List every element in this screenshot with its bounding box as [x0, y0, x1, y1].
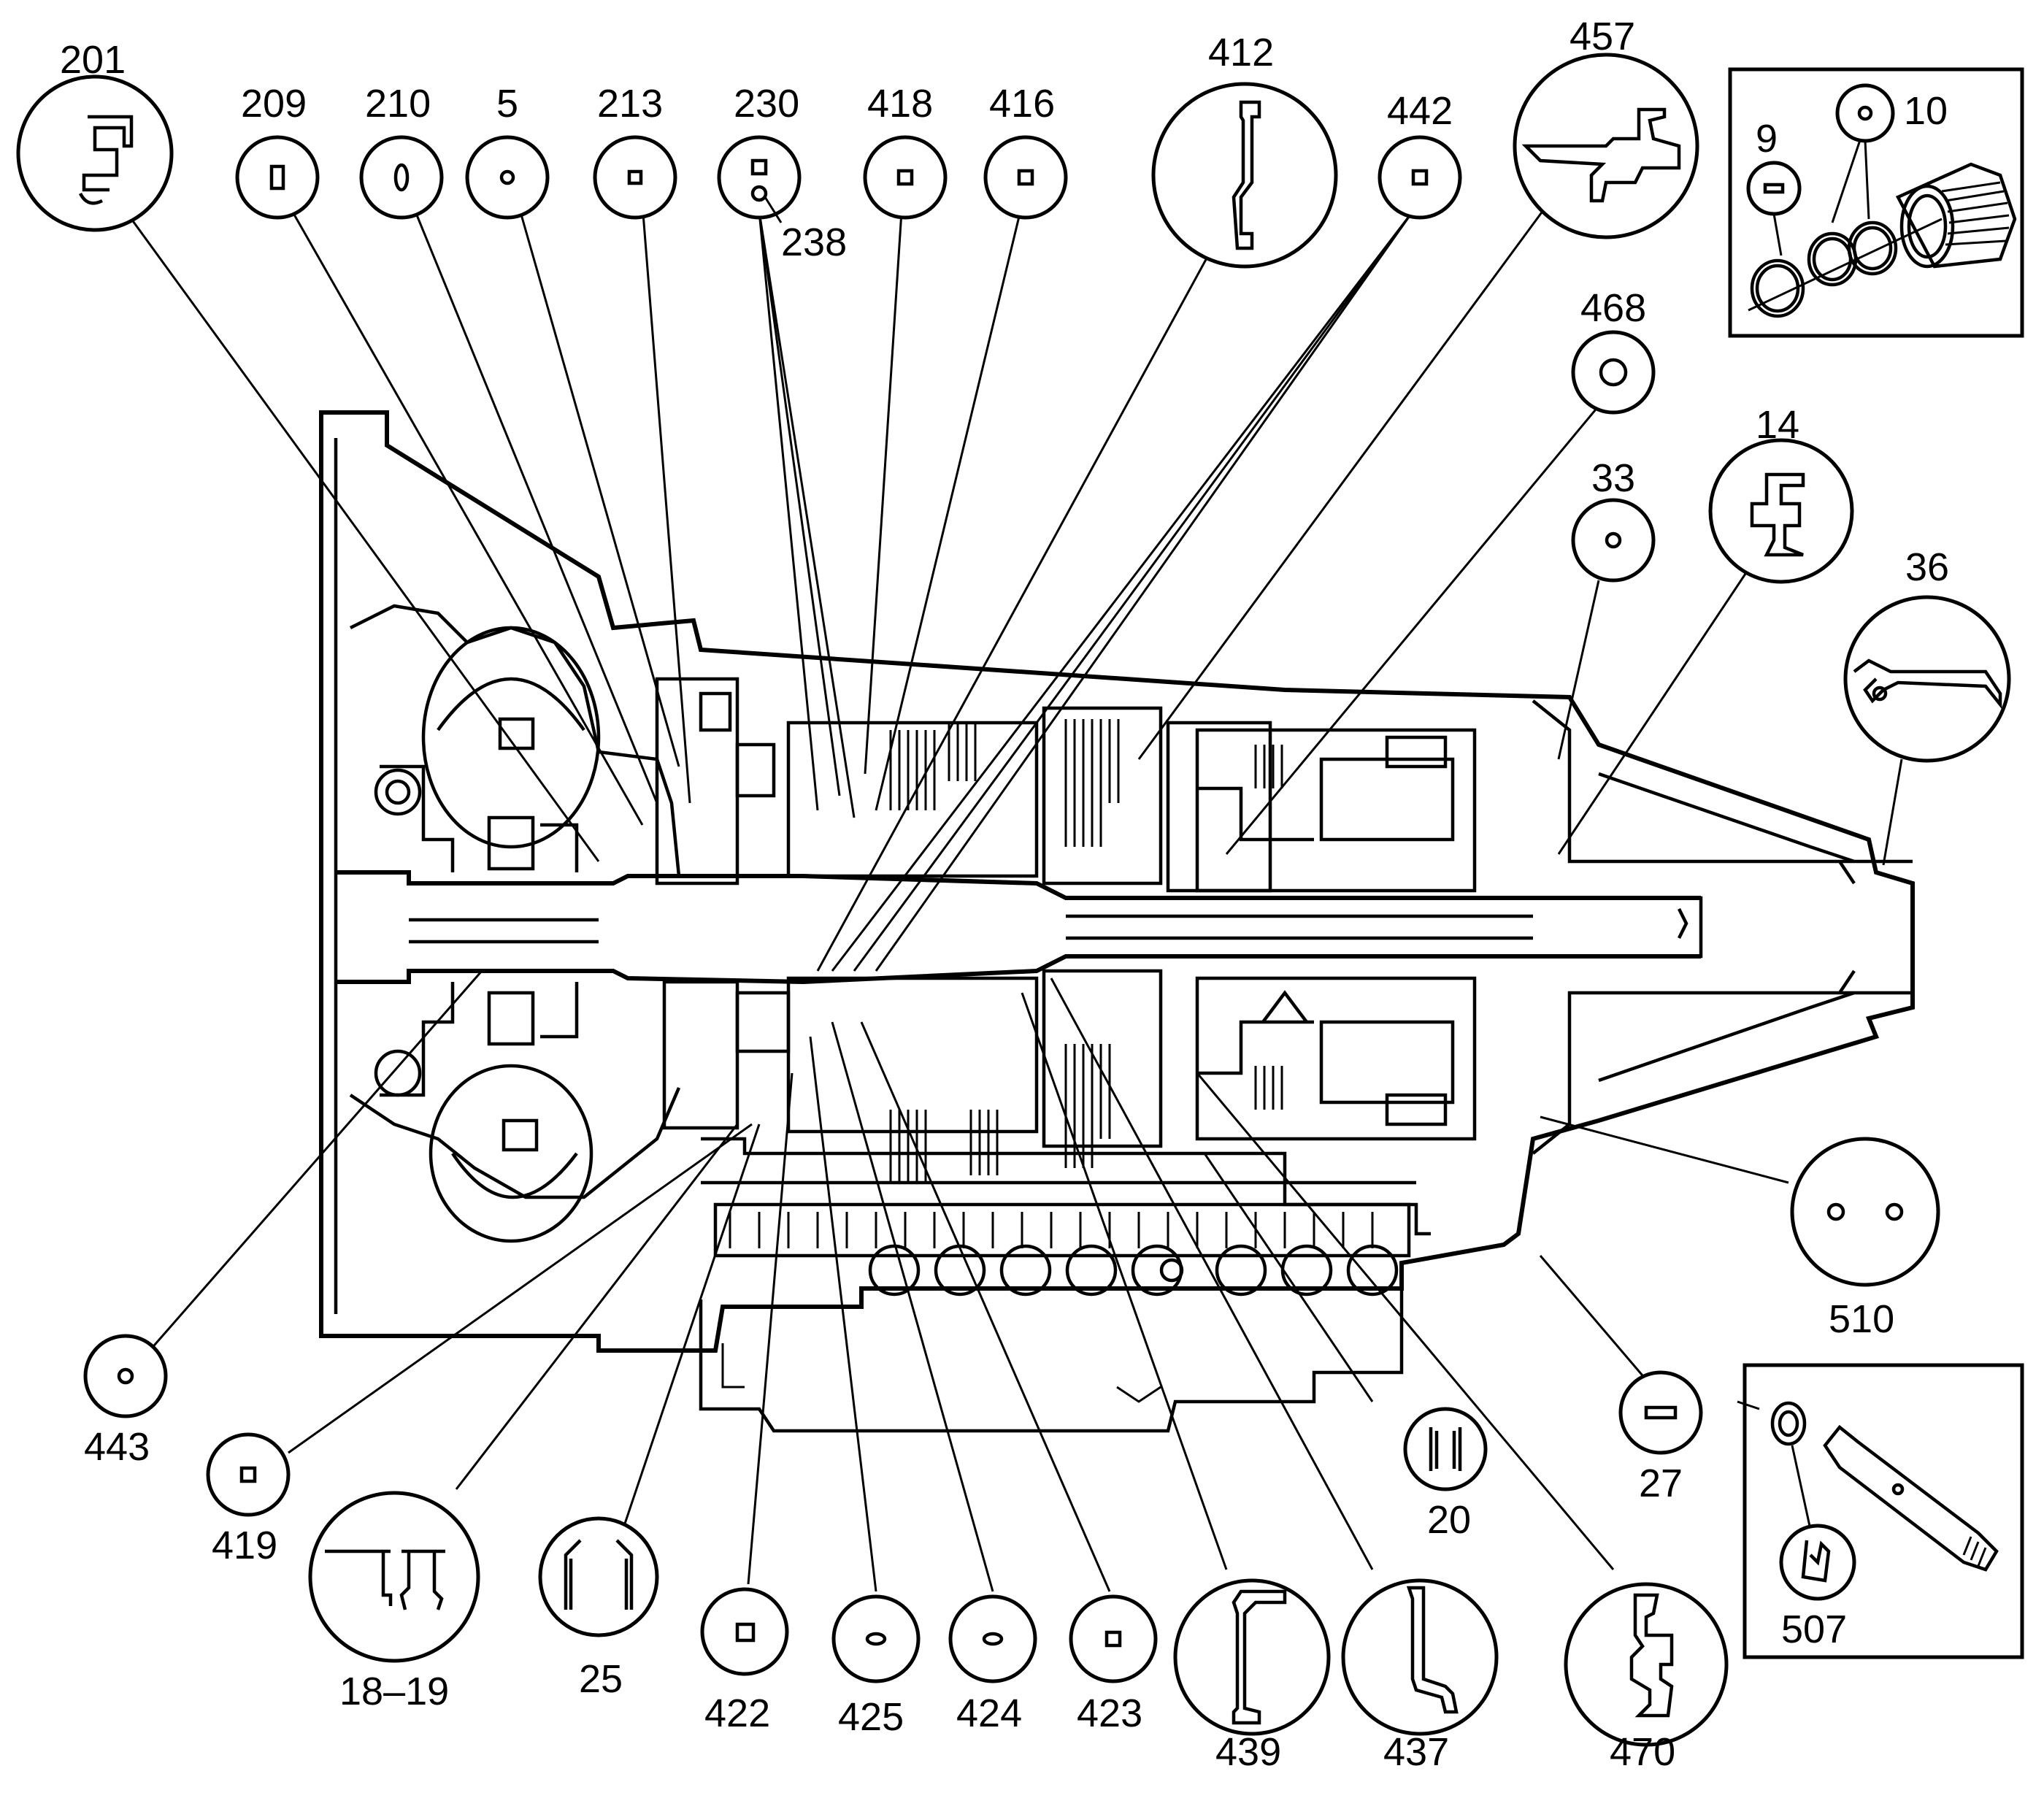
- rear-planetary: [1195, 728, 1477, 1141]
- callout-470: 470: [1564, 1582, 1729, 1774]
- callout-36: 36: [1843, 545, 2011, 763]
- label-457: 457: [1570, 15, 1635, 58]
- label-20: 20: [1427, 1498, 1471, 1542]
- callout-201: 201: [16, 38, 174, 232]
- label-36: 36: [1905, 545, 1949, 589]
- callout-422: 422: [700, 1587, 789, 1735]
- callout-423: 423: [1069, 1594, 1158, 1735]
- label-238: 238: [781, 220, 847, 264]
- callout-416: 416: [983, 82, 1068, 220]
- callout-209: 209: [235, 82, 320, 220]
- callout-412: 412: [1151, 31, 1338, 269]
- inset-seal-rings: 9 10: [1728, 67, 2024, 338]
- label-230: 230: [734, 82, 799, 126]
- label-437: 437: [1383, 1730, 1449, 1774]
- label-18-19: 18–19: [339, 1670, 449, 1713]
- callout-437: 437: [1341, 1578, 1499, 1774]
- callout-213: 213: [593, 82, 677, 220]
- label-25: 25: [579, 1657, 623, 1701]
- leader-lines: [130, 139, 1903, 1592]
- callout-33: 33: [1571, 456, 1656, 583]
- label-10: 10: [1904, 89, 1948, 133]
- label-27: 27: [1639, 1462, 1683, 1505]
- inset-507-pin: 507: [1737, 1363, 2024, 1659]
- callout-230-238: 230 238: [717, 82, 847, 264]
- callout-418: 418: [863, 82, 948, 220]
- label-423: 423: [1077, 1691, 1142, 1735]
- label-209: 209: [241, 82, 307, 126]
- valve-body-and-pan: [699, 1137, 1431, 1433]
- label-416: 416: [989, 82, 1055, 126]
- transmission-body: [319, 410, 1915, 1433]
- label-425: 425: [838, 1695, 904, 1739]
- label-418: 418: [867, 82, 933, 126]
- callout-18-19: 18–19: [308, 1491, 480, 1713]
- callout-424: 424: [948, 1594, 1037, 1735]
- label-33: 33: [1591, 456, 1635, 500]
- label-443: 443: [84, 1425, 150, 1469]
- label-201: 201: [60, 38, 126, 82]
- label-422: 422: [704, 1691, 770, 1735]
- upper-clutch-packs: [786, 706, 1272, 893]
- label-419: 419: [212, 1524, 277, 1567]
- label-210: 210: [365, 82, 431, 126]
- callout-442: 442: [1378, 89, 1462, 220]
- label-470: 470: [1610, 1730, 1675, 1774]
- label-507: 507: [1781, 1608, 1847, 1651]
- label-468: 468: [1580, 286, 1646, 330]
- label-213: 213: [597, 82, 663, 126]
- label-424: 424: [956, 1691, 1022, 1735]
- label-9: 9: [1756, 117, 1778, 161]
- label-412: 412: [1208, 31, 1274, 74]
- callout-443: 443: [83, 1334, 168, 1469]
- label-5: 5: [496, 82, 518, 126]
- callout-25: 25: [538, 1516, 659, 1701]
- callout-14: 14: [1708, 403, 1854, 584]
- clutch-hub-drawing: [1895, 162, 2017, 269]
- callout-419: 419: [206, 1432, 291, 1567]
- callout-210: 210: [359, 82, 444, 220]
- callout-5: 5: [465, 82, 550, 220]
- label-14: 14: [1756, 403, 1799, 447]
- lower-clutch-packs: [786, 969, 1163, 1183]
- callout-20: 20: [1403, 1407, 1488, 1542]
- label-442: 442: [1387, 89, 1453, 133]
- callout-27: 27: [1618, 1370, 1703, 1505]
- label-510: 510: [1829, 1297, 1894, 1341]
- callout-468: 468: [1571, 286, 1656, 415]
- callout-439: 439: [1173, 1578, 1331, 1774]
- callout-510: 510: [1790, 1137, 1940, 1341]
- callout-425: 425: [831, 1594, 921, 1739]
- label-439: 439: [1215, 1730, 1281, 1774]
- callout-457: 457: [1513, 15, 1699, 239]
